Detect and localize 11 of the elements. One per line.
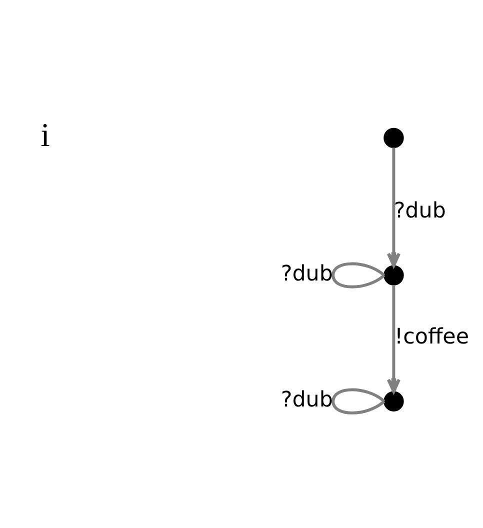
edge-label: !coffee (394, 324, 470, 350)
node-circle (384, 265, 404, 286)
edge-label: ?dub (280, 262, 333, 287)
connector (332, 262, 386, 288)
edge-label: ?dub (394, 198, 446, 224)
node-circle (384, 128, 404, 148)
node-circle (384, 391, 404, 412)
arrow (386, 285, 401, 394)
edge-label: ?dub (280, 388, 333, 413)
arrow (386, 148, 401, 268)
label: i (40, 117, 50, 154)
